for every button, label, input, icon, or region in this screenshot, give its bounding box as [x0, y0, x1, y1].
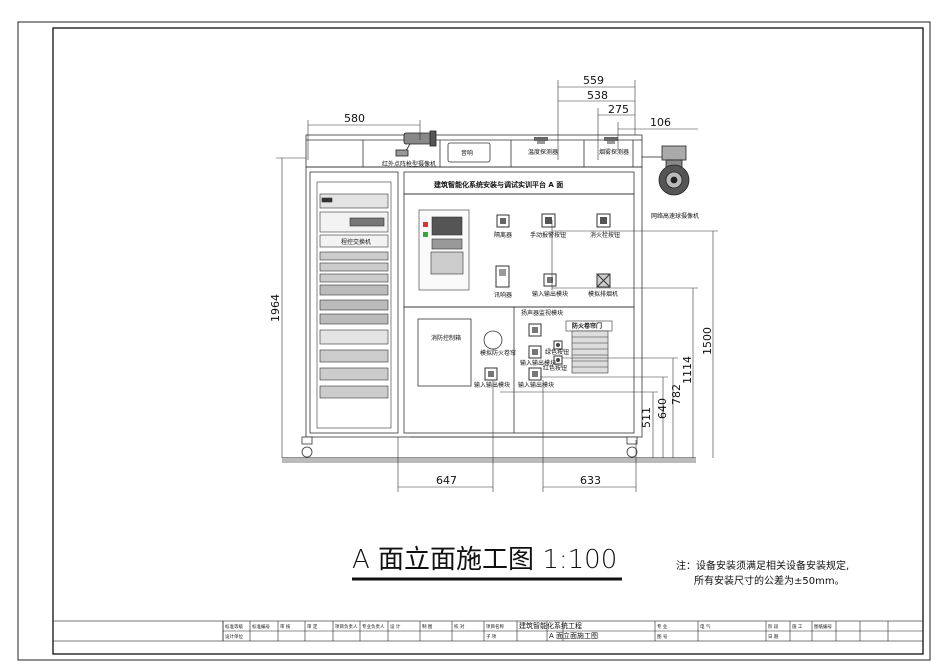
io-module-icon [543, 273, 557, 287]
ir-camera-label: 红外点阵枪型摄像机 [382, 160, 436, 168]
title-block-row1-cell: 专 业 [657, 623, 668, 630]
dim-580: 580 [344, 112, 365, 125]
hydrant-button-icon [596, 213, 611, 228]
note-line-2: 所有安装尺寸的公差为±50mm。 [694, 574, 845, 587]
dim-1964: 1964 [269, 294, 282, 322]
title-block-row1-cell: 阶 段 [768, 623, 779, 630]
title-block-row1-cell: 专业负责人 [362, 623, 385, 630]
title-block-row1-cell: 审 定 [307, 623, 318, 630]
drawing-title: A 面立面施工图 1:100 [352, 545, 617, 575]
dimension-lines [276, 80, 718, 492]
ir-camera-icon [395, 130, 437, 157]
fire-shutter-door [565, 320, 613, 374]
exhaust-fan-icon [596, 273, 611, 288]
temp-detector-label: 温度探测器 [528, 148, 558, 156]
equipment-rack [316, 181, 392, 429]
exhaust-fan-label: 模拟排烟机 [588, 290, 618, 298]
panel-title: 建筑智能化系统安装与调试实训平台 A 面 [434, 180, 563, 189]
dim-1114: 1114 [681, 356, 694, 384]
title-block-row1-cell: 标准等级 [225, 623, 243, 630]
dim-647: 647 [436, 474, 457, 487]
title-block-row1-cell: 电 气 [700, 623, 711, 630]
title-block-row2-cell: A 面立面施工图 [549, 631, 598, 640]
shutter-sim-label: 模拟防火卷帘 [480, 349, 516, 357]
dim-106: 106 [650, 116, 671, 129]
title-block-row1-cell: 建筑智能化系统工程 [519, 621, 582, 630]
shutter-sim-icon [483, 330, 503, 350]
dim-538: 538 [587, 89, 608, 102]
dim-559: 559 [583, 74, 604, 87]
fire-alarm-controller [418, 209, 470, 291]
title-block-row1-cell: 图纸编号 [814, 623, 832, 630]
dome-camera-icon [642, 145, 690, 196]
red-button-icon [553, 355, 563, 365]
isolator-label: 隔离器 [494, 231, 512, 239]
red-button-label: 红色按钮 [543, 364, 567, 372]
title-block-cells: 标准等级 标准编号 审 核 审 定 项目负责人专业负责人设 计 制 图 校 对 项目名称 建筑智… [222, 621, 924, 641]
dim-1500: 1500 [701, 327, 714, 355]
io-module-icon-4 [484, 367, 498, 381]
speaker-box [447, 142, 491, 163]
fire-door-label: 防火卷帘门 [572, 322, 602, 330]
io-module-label-3: 输入输出模块 [474, 381, 510, 389]
dome-camera-label: 网络高速球摄像机 [651, 212, 699, 220]
title-block-row2-cell: 子 项 [486, 633, 497, 640]
switch-label: 程控交换机 [341, 238, 371, 246]
io-module-label-1: 输入输出模块 [532, 290, 568, 298]
inner-border [52, 27, 924, 655]
title-block-row1-cell: 项目负责人 [335, 623, 358, 630]
title-block-row2-cell: 日 期 [768, 634, 779, 640]
temp-detector-icon [534, 137, 548, 144]
smoke-detector-label: 烟雾探测器 [599, 148, 629, 156]
dim-511: 511 [640, 407, 653, 428]
title-block-row1-cell: 校 对 [454, 623, 465, 630]
io-module-icon-5 [528, 367, 542, 381]
green-button-icon [553, 340, 563, 350]
io-module-label-2: 输入输出模块 [520, 359, 556, 367]
manual-alarm-icon [541, 213, 556, 228]
dim-640: 640 [656, 398, 669, 419]
title-block-row1-cell: 项目名称 [486, 623, 504, 630]
title-block-row1-cell: 制 图 [422, 623, 433, 630]
speaker-monitor-label: 扬声器监视模块 [521, 309, 563, 317]
smoke-detector-icon [604, 137, 618, 144]
manual-alarm-label: 手动报警按钮 [530, 231, 566, 239]
title-block-row1-cell: 施 工 [792, 623, 803, 630]
wheels [301, 436, 638, 458]
speaker-label: 音响 [461, 149, 473, 157]
hydrant-button-label: 消火栓按钮 [590, 231, 620, 239]
sounder-label: 讯响器 [494, 291, 512, 299]
sounder-icon [495, 265, 510, 288]
dim-275: 275 [608, 103, 629, 116]
dim-633: 633 [580, 474, 601, 487]
title-block-row2-cell: 图 号 [657, 634, 668, 640]
title-block-row1-cell: 标准编号 [252, 623, 270, 630]
dim-782: 782 [670, 384, 683, 405]
isolator-icon [496, 214, 510, 228]
title-block-row2-cell: 设计单位 [225, 633, 243, 640]
note-line-1: 注：设备安装须满足相关设备安装规定, [676, 559, 849, 572]
fire-box-label: 消防控制箱 [431, 334, 461, 342]
io-module-icon-3 [528, 345, 542, 359]
io-module-icon-2 [528, 323, 542, 337]
cabinet-body [305, 166, 643, 438]
fire-box [417, 318, 472, 387]
title-block-row1-cell: 审 核 [280, 623, 291, 630]
outer-border [17, 21, 931, 661]
green-button-label: 绿色按钮 [545, 348, 569, 356]
ground-hatch [282, 458, 696, 463]
title-block-row1-cell: 设 计 [390, 623, 401, 630]
io-module-label-4: 输入输出模块 [518, 381, 554, 389]
